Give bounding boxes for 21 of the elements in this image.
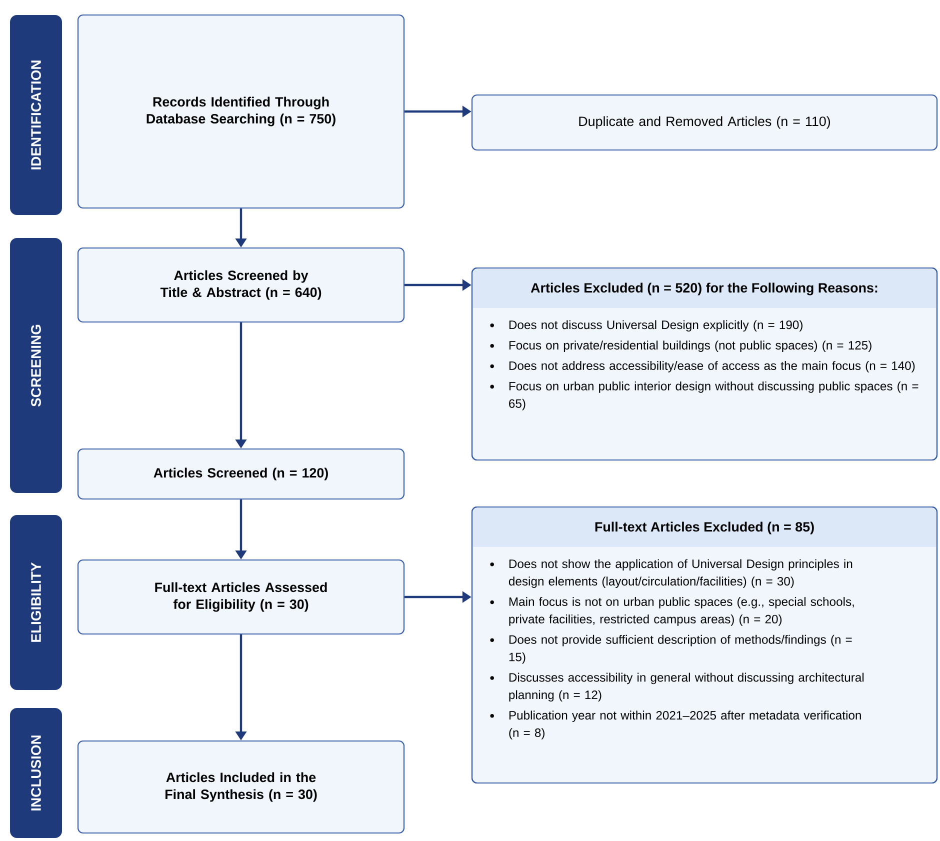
process-box: Records Identified Through Database Searching (n = 750) [77, 14, 405, 209]
phase-band: INCLUSION [10, 708, 62, 838]
exclusion-box: Full-text Articles Excluded (n = 85) Does not show the application of Universal Design principles in design elements (layout/circulation/facilities) (n = 30) Main focus is not on urban public spaces (e.g., special schools, private facilities, restricted campus areas) (n = 20) Does not provide sufficient description of methods/findings (n = 15) Discusses accessibility in general without discussing architectural planning (n = 12) Publication year not within 2021–2025 after metadata verification (n = 8) [471, 506, 938, 784]
bullet-item: Focus on private/residential buildings (not public spaces) (n = 125) [490, 340, 872, 352]
bullet-item: Focus on urban public interior design without discussing public spaces (n = 65) [490, 382, 918, 410]
phase-band: IDENTIFICATION [10, 15, 62, 215]
process-box: Articles Screened by Title & Abstract (n = 640) [77, 247, 405, 323]
process-box: Articles Included in the Final Synthesis (n = 30) [77, 740, 405, 834]
phase-band: ELIGIBILITY [10, 515, 62, 690]
bullet-item: Publication year not within 2021–2025 after metadata verification (n = 8) [490, 710, 861, 740]
bullet-item: Main focus is not on urban public spaces (e.g., special schools, private facilities, restricted campus areas) (n = 20) [490, 597, 854, 626]
bullet-item: Does not discuss Universal Design explicitly (n = 190) [490, 320, 802, 332]
bullet-item: Discusses accessibility in general without discussing architectural planning (n = 12) [490, 672, 864, 702]
process-box: Articles Screened (n = 120) [77, 448, 405, 500]
bullet-item: Does not show the application of Universal Design principles in design elements (layout/circulation/facilities) (n = 30) [490, 559, 852, 588]
process-box: Duplicate and Removed Articles (n = 110) [471, 94, 938, 151]
exclusion-box: Articles Excluded (n = 520) for the Following Reasons: Does not discuss Universal Design explicitly (n = 190) Focus on private/residential buildings (not public spaces) (n = 125) Does not address accessibility/ease of access as the main focus (n = 140) Focus on urban public interior design without discussing public spaces (n = 65) [471, 267, 938, 461]
phase-band: SCREENING [10, 238, 62, 493]
bullet-item: Does not address accessibility/ease of access as the main focus (n = 140) [490, 361, 915, 372]
process-box: Full-text Articles Assessed for Eligibility (n = 30) [77, 559, 405, 635]
bullet-item: Does not provide sufficient description of methods/findings (n = 15) [490, 634, 852, 664]
